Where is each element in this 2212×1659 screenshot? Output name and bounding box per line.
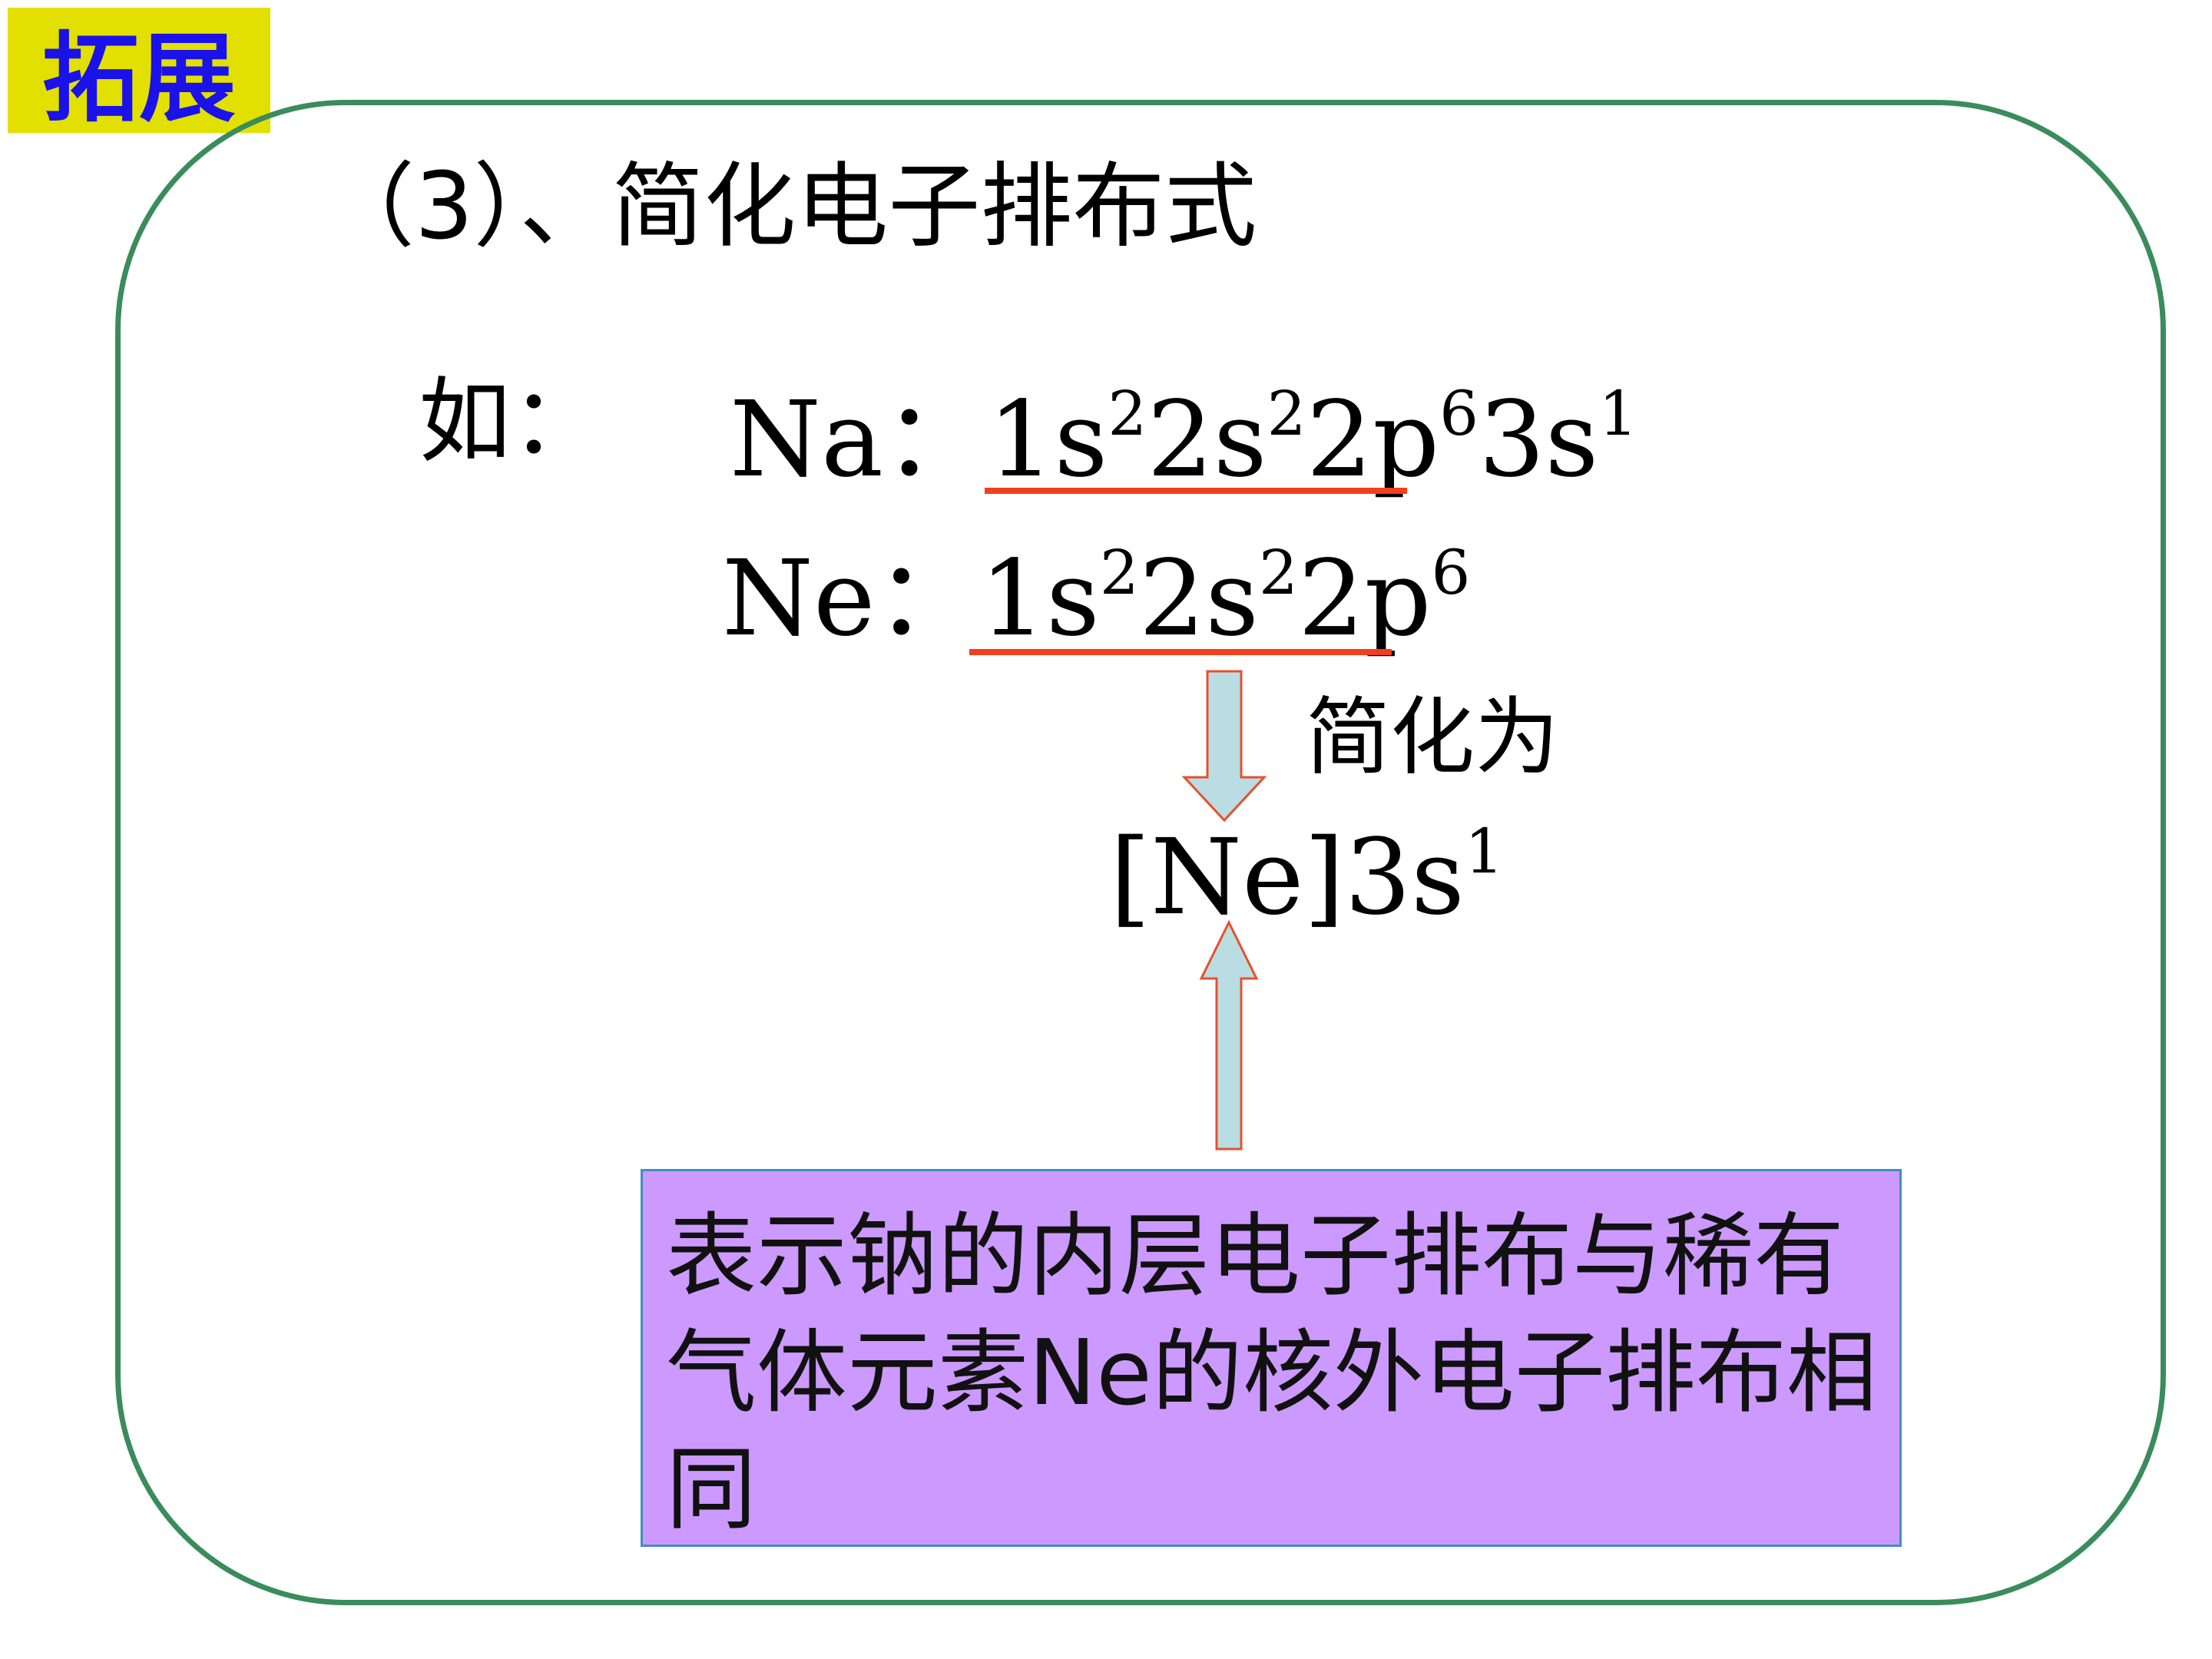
na-config: 1s22s22p63s1 [988,379,1637,501]
orbital-term: 3s [1344,817,1465,939]
electron-count: 2 [1099,537,1139,608]
noble-gas-core: [Ne] [1110,817,1345,939]
electron-count: 2 [1259,537,1298,608]
electron-count: 1 [1464,816,1504,887]
orbital-term: 2p [1306,379,1440,501]
orbital-term: 1s [988,379,1108,501]
electron-count: 6 [1439,378,1479,449]
na-formula: Na：1s22s22p63s1 [730,383,1637,493]
example-label: 如： [419,369,603,475]
ne-symbol: Ne： [722,538,980,660]
up-arrow-icon [1199,919,1259,1151]
electron-count: 1 [1598,378,1638,449]
simplified-config: 3s1 [1345,817,1504,939]
explanation-box: 表示钠的内层电子排布与稀有气体元素Ne的核外电子排布相同 [641,1169,1902,1547]
na-core-underline [985,488,1407,494]
content-frame [115,100,2166,1605]
electron-count: 2 [1108,378,1147,449]
simplified-formula: [Ne]3s1 [1110,821,1504,931]
electron-count: 2 [1267,378,1306,449]
slide-heading: （3）、简化电子排布式 [323,154,1257,260]
ne-config: 1s22s22p6 [979,538,1470,660]
orbital-term: 2s [1138,538,1260,660]
orbital-term: 1s [979,538,1100,660]
na-symbol: Na： [730,379,988,501]
ne-underline [969,649,1392,655]
orbital-term: 2p [1297,538,1432,660]
section-tag: 拓展 [8,8,270,135]
orbital-term: 2s [1147,379,1267,501]
simplify-label: 简化为 [1306,688,1559,786]
electron-count: 6 [1431,537,1471,608]
down-arrow-icon [1181,670,1267,823]
orbital-term: 3s [1479,379,1599,501]
ne-formula: Ne：1s22s22p6 [722,542,1470,652]
